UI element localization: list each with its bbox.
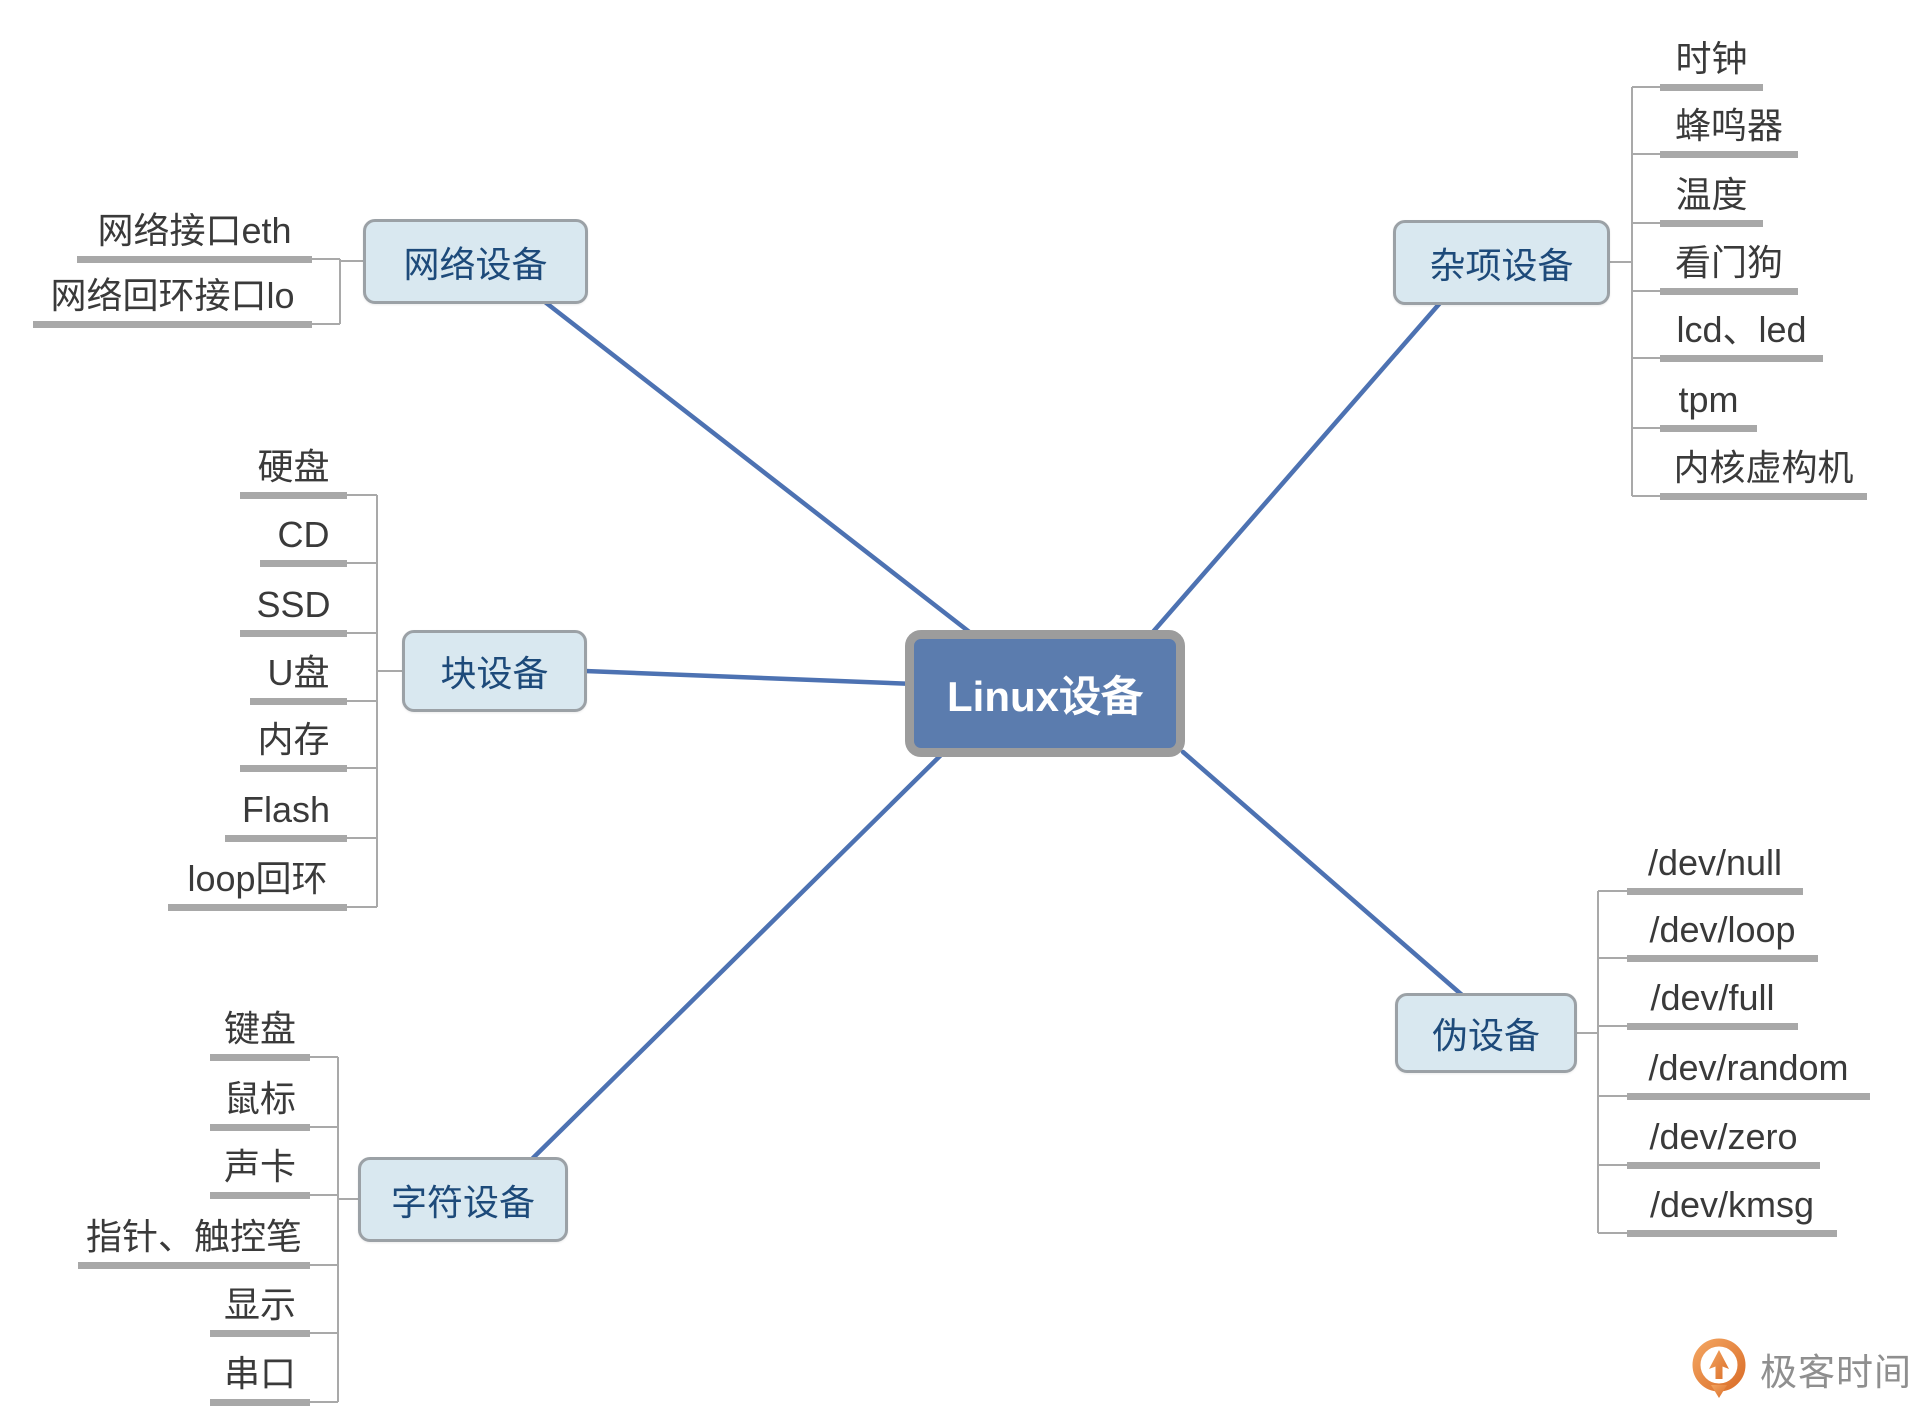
child-node-buzzer: 蜂鸣器 bbox=[1660, 101, 1798, 158]
bracket-pseudo bbox=[1575, 890, 1627, 1234]
geektime-logo: 极客时间 bbox=[1690, 1338, 1912, 1400]
child-node-dev-zero: /dev/zero bbox=[1627, 1112, 1820, 1169]
child-node-flash: Flash bbox=[225, 785, 347, 842]
center-node-linux-devices: Linux设备 bbox=[905, 630, 1185, 757]
child-node-tpm: tpm bbox=[1660, 375, 1757, 432]
child-node-serial-port: 串口 bbox=[210, 1349, 310, 1406]
geektime-icon bbox=[1692, 1338, 1746, 1398]
branch-box-network: 网络设备 bbox=[363, 219, 588, 304]
child-node-keyboard: 键盘 bbox=[210, 1004, 310, 1061]
child-node-dev-full: /dev/full bbox=[1627, 973, 1798, 1030]
bracket-network bbox=[312, 258, 365, 325]
child-node-usb-disk: U盘 bbox=[250, 648, 347, 705]
branch-line-block bbox=[582, 668, 918, 687]
branch-line-pseudo bbox=[1180, 749, 1465, 998]
child-node-dev-null: /dev/null bbox=[1627, 838, 1803, 895]
geektime-logo-text: 极客时间 bbox=[1760, 1352, 1912, 1393]
child-node-pointer-stylus: 指针、触控笔 bbox=[78, 1212, 310, 1269]
child-node-display: 显示 bbox=[210, 1280, 310, 1337]
branch-line-char bbox=[530, 750, 946, 1161]
branch-box-pseudo: 伪设备 bbox=[1395, 993, 1577, 1073]
branch-line-misc bbox=[1149, 300, 1443, 636]
child-node-cd: CD bbox=[260, 510, 347, 567]
child-node-dev-kmsg: /dev/kmsg bbox=[1627, 1180, 1837, 1237]
branch-box-char: 字符设备 bbox=[358, 1157, 568, 1242]
child-node-temperature: 温度 bbox=[1660, 170, 1763, 227]
child-node-dev-loop: /dev/loop bbox=[1627, 905, 1818, 962]
bracket-block bbox=[347, 494, 404, 908]
child-node-network-eth: 网络接口eth bbox=[77, 206, 312, 263]
child-node-ssd: SSD bbox=[240, 580, 347, 637]
child-node-dev-random: /dev/random bbox=[1627, 1043, 1870, 1100]
child-node-soundcard: 声卡 bbox=[210, 1142, 310, 1199]
branch-line-network bbox=[542, 299, 975, 637]
child-node-hdd: 硬盘 bbox=[240, 442, 347, 499]
bracket-misc bbox=[1608, 86, 1660, 497]
child-node-mouse: 鼠标 bbox=[210, 1074, 310, 1131]
child-node-memory: 内存 bbox=[240, 715, 347, 772]
child-node-network-lo: 网络回环接口lo bbox=[33, 271, 312, 328]
child-node-loop: loop回环 bbox=[168, 854, 347, 911]
child-node-watchdog: 看门狗 bbox=[1660, 238, 1798, 295]
branch-box-misc: 杂项设备 bbox=[1393, 220, 1610, 305]
bracket-char bbox=[310, 1056, 362, 1403]
child-node-lcd-led: lcd、led bbox=[1660, 305, 1823, 362]
branch-box-block: 块设备 bbox=[402, 630, 587, 712]
child-node-kvm: 内核虚构机 bbox=[1660, 443, 1867, 500]
child-node-clock: 时钟 bbox=[1660, 34, 1763, 91]
